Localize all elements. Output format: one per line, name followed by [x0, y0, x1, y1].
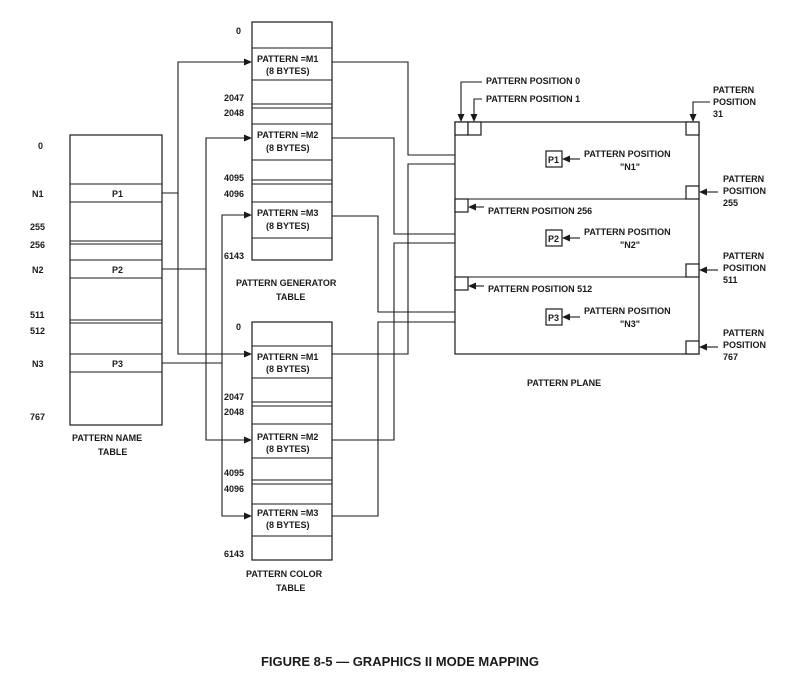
- gen-addr-4096: 4096: [224, 189, 244, 199]
- marker-p3: P3 PATTERN POSITION "N3": [545, 306, 671, 329]
- name-to-table-connectors: [162, 58, 252, 520]
- name-addr-n2: N2: [32, 265, 44, 275]
- marker-p1-desc-1: PATTERN POSITION: [584, 149, 671, 159]
- color-table-outline: [251, 321, 333, 561]
- marker-p3-desc-1: PATTERN POSITION: [584, 306, 671, 316]
- callout-position-255-l2: POSITION: [723, 186, 766, 196]
- callout-position-0-label: PATTERN POSITION 0: [486, 76, 580, 86]
- callout-position-1: PATTERN POSITION 1: [470, 94, 580, 122]
- name-addr-767: 767: [30, 412, 45, 422]
- name-addr-256: 256: [30, 240, 45, 250]
- pattern-generator-table: PATTERN =M1 (8 BYTES) PATTERN =M2 (8 BYT…: [224, 21, 337, 302]
- color-entry-m2-line1: PATTERN =M2: [257, 432, 318, 442]
- color-addr-2047: 2047: [224, 392, 244, 402]
- callout-position-511-l3: 511: [723, 275, 738, 285]
- generator-table-title-2: TABLE: [276, 292, 305, 302]
- callout-position-512-label: PATTERN POSITION 512: [488, 284, 592, 294]
- color-table-title-2: TABLE: [276, 583, 305, 593]
- color-addr-4096: 4096: [224, 484, 244, 494]
- gen-entry-m3-line2: (8 BYTES): [266, 221, 310, 231]
- callout-position-256-label: PATTERN POSITION 256: [488, 206, 592, 216]
- plane-cell-0: [454, 121, 469, 136]
- callout-position-255-l1: PATTERN: [723, 174, 764, 184]
- plane-cell-511: [685, 263, 700, 278]
- figure-caption: FIGURE 8-5 — GRAPHICS II MODE MAPPING: [261, 654, 539, 669]
- gen-entry-m2-line2: (8 BYTES): [266, 143, 310, 153]
- callout-position-511-l1: PATTERN: [723, 251, 764, 261]
- marker-p2-desc-2: "N2": [620, 240, 640, 250]
- callout-position-1-label: PATTERN POSITION 1: [486, 94, 580, 104]
- callout-position-767-l3: 767: [723, 352, 738, 362]
- name-addr-512: 512: [30, 326, 45, 336]
- name-addr-0: 0: [38, 141, 43, 151]
- color-addr-6143: 6143: [224, 549, 244, 559]
- marker-p3-label: P3: [548, 313, 559, 323]
- gen-addr-0: 0: [236, 26, 241, 36]
- gen-addr-4095: 4095: [224, 173, 244, 183]
- color-table-title-1: PATTERN COLOR: [246, 569, 323, 579]
- callout-position-0: PATTERN POSITION 0: [457, 76, 580, 122]
- callout-position-31-l2: POSITION: [713, 97, 756, 107]
- name-entry-p2: P2: [112, 265, 123, 275]
- callout-position-31-l1: PATTERN: [713, 85, 754, 95]
- gen-addr-6143: 6143: [224, 251, 244, 261]
- gen-entry-m2-line1: PATTERN =M2: [257, 130, 318, 140]
- callout-position-31-l3: 31: [713, 109, 723, 119]
- callout-position-31: PATTERN POSITION 31: [689, 85, 756, 122]
- callout-position-767-l2: POSITION: [723, 340, 766, 350]
- marker-p1-label: P1: [548, 155, 559, 165]
- gen-entry-m1-line1: PATTERN =M1: [257, 54, 318, 64]
- color-entry-m3-line1: PATTERN =M3: [257, 508, 318, 518]
- plane-cell-1: [467, 121, 482, 136]
- callout-position-767: PATTERN POSITION 767: [699, 328, 766, 362]
- name-entry-p1: P1: [112, 189, 123, 199]
- marker-p1: P1 PATTERN POSITION "N1": [545, 149, 671, 172]
- plane-cell-31: [685, 121, 700, 136]
- callout-position-512: PATTERN POSITION 512: [468, 282, 592, 294]
- marker-p3-desc-2: "N3": [620, 319, 640, 329]
- marker-p1-desc-2: "N1": [620, 162, 640, 172]
- gen-addr-2047: 2047: [224, 93, 244, 103]
- plane-cell-255: [685, 185, 700, 200]
- plane-cell-767: [685, 340, 700, 355]
- name-addr-511: 511: [30, 310, 45, 320]
- color-addr-2048: 2048: [224, 407, 244, 417]
- name-table-title-1: PATTERN NAME: [72, 433, 142, 443]
- name-addr-n3: N3: [32, 359, 44, 369]
- color-addr-4095: 4095: [224, 468, 244, 478]
- callout-position-255-l3: 255: [723, 198, 738, 208]
- plane-cell-512: [454, 276, 469, 291]
- color-entry-m2-line2: (8 BYTES): [266, 444, 310, 454]
- color-entry-m1-line2: (8 BYTES): [266, 364, 310, 374]
- name-entry-p3: P3: [112, 359, 123, 369]
- pattern-plane: P1 PATTERN POSITION "N1" P2 PATTERN POSI…: [454, 76, 766, 388]
- pattern-name-table: P1 P2 P3 0 N1 255 256 N2 511 512 N3 767 …: [30, 134, 163, 457]
- color-addr-0: 0: [236, 322, 241, 332]
- color-entry-m3-line2: (8 BYTES): [266, 520, 310, 530]
- generator-table-title-1: PATTERN GENERATOR: [236, 278, 337, 288]
- marker-p2-label: P2: [548, 234, 559, 244]
- marker-p2: P2 PATTERN POSITION "N2": [545, 227, 671, 250]
- marker-p2-desc-1: PATTERN POSITION: [584, 227, 671, 237]
- name-table-title-2: TABLE: [98, 447, 127, 457]
- callout-position-511: PATTERN POSITION 511: [699, 251, 766, 285]
- pattern-plane-title: PATTERN PLANE: [527, 378, 601, 388]
- gen-addr-2048: 2048: [224, 108, 244, 118]
- callout-position-256: PATTERN POSITION 256: [468, 203, 592, 216]
- callout-position-767-l1: PATTERN: [723, 328, 764, 338]
- callout-position-255: PATTERN POSITION 255: [699, 174, 766, 208]
- gen-entry-m3-line1: PATTERN =M3: [257, 208, 318, 218]
- plane-cell-256: [454, 198, 469, 213]
- name-table-outline: [69, 134, 163, 426]
- callout-position-511-l2: POSITION: [723, 263, 766, 273]
- color-entry-m1-line1: PATTERN =M1: [257, 352, 318, 362]
- gen-entry-m1-line2: (8 BYTES): [266, 66, 310, 76]
- pattern-color-table: PATTERN =M1 (8 BYTES) PATTERN =M2 (8 BYT…: [224, 321, 333, 593]
- generator-table-outline: [251, 21, 333, 261]
- name-addr-n1: N1: [32, 189, 44, 199]
- name-addr-255: 255: [30, 222, 45, 232]
